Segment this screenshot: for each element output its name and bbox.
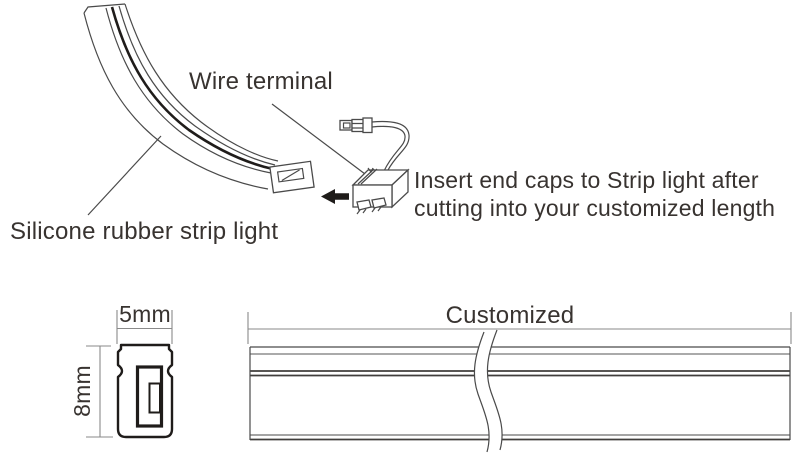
- strip-light-label: Silicone rubber strip light: [10, 218, 279, 245]
- cross-section-drawing: [86, 310, 174, 439]
- width-dimension-label: 5mm: [119, 301, 171, 327]
- customized-length-label: Customized: [445, 302, 575, 329]
- wire-terminal-drawing: [321, 117, 410, 215]
- break-symbol: [473, 329, 503, 453]
- end-cap-box: [351, 167, 410, 215]
- leader-lines: [87, 103, 366, 216]
- height-dimension-label: 8mm: [69, 365, 95, 417]
- strip-light-drawing: [83, 3, 315, 194]
- wire-terminal-label: Wire terminal: [189, 68, 333, 95]
- end-cap-instruction-note: Insert end caps to Strip light after cut…: [414, 167, 776, 221]
- plug-connector: [339, 117, 373, 134]
- strip-side-view: [247, 312, 792, 453]
- left-arrow-icon: [321, 189, 349, 204]
